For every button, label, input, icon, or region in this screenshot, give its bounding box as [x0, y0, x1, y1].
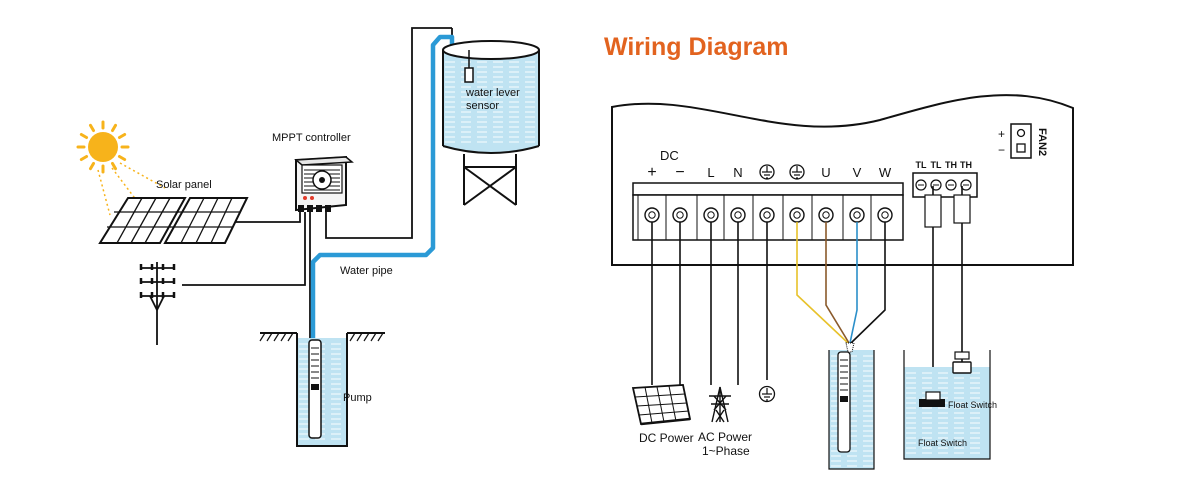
- fan-plus-label: +: [998, 127, 1005, 141]
- dc-solar-panel-icon: [631, 384, 692, 426]
- ground-icon: [758, 385, 776, 403]
- float-switch-upper-label: Float Switch: [948, 400, 997, 410]
- main-terminal-block: [632, 182, 904, 241]
- pump-label: Pump: [343, 392, 372, 404]
- switch-terminal-screw: [915, 179, 927, 191]
- ground-terminal-icon: ⏚: [759, 0, 775, 180]
- water-pipe: [310, 34, 455, 343]
- terminal-label-ground: ⏚: [767, 0, 768, 1]
- water-tank-icon: [442, 40, 540, 206]
- switch-terminal-label: TH: [960, 160, 972, 170]
- switch-terminal-screw: [960, 179, 972, 191]
- sensor-label-line2: sensor: [466, 100, 499, 112]
- fan2-label: FAN2: [1036, 128, 1048, 156]
- system-wiring: [182, 27, 453, 338]
- water-pipe-label: Water pipe: [340, 265, 393, 277]
- fan-minus-label: −: [998, 143, 1005, 157]
- mppt-controller-icon: [294, 155, 354, 212]
- terminal-label: +: [647, 164, 656, 181]
- terminal-label: L: [707, 165, 714, 180]
- terminal-label-ground: ⏚: [797, 0, 798, 1]
- terminal-label: U: [821, 165, 830, 180]
- well-pump-right-icon: [828, 342, 875, 470]
- terminal-wires: [651, 186, 963, 455]
- fan-connector: [1010, 123, 1032, 159]
- terminal-screw: [696, 195, 719, 240]
- terminal-screw: [811, 195, 834, 240]
- sun-beams: [97, 162, 166, 216]
- float-switch-tank-icon: [903, 350, 991, 460]
- well-icon: [259, 332, 385, 447]
- terminal-label: V: [853, 165, 862, 180]
- switch-terminal-label: TH: [945, 160, 957, 170]
- float-switch-lower-label: Float Switch: [918, 438, 967, 448]
- terminal-screw: [637, 195, 660, 240]
- ac-power-label-line2: 1~Phase: [702, 444, 750, 458]
- power-pole-icon: [139, 262, 176, 345]
- ground-terminal-icon: ⏚: [789, 0, 805, 180]
- mppt-controller-label: MPPT controller: [272, 132, 351, 144]
- dc-power-label: DC Power: [639, 431, 694, 445]
- terminal-screw: [842, 195, 865, 240]
- terminal-screw: [665, 195, 688, 240]
- diagram-title: Wiring Diagram: [604, 33, 789, 61]
- terminal-screw: [782, 195, 805, 240]
- terminal-labels: + − L N ⏚ ⏚ U V W: [647, 0, 892, 181]
- ac-power-tower-icon: [709, 386, 731, 423]
- terminal-label: −: [675, 164, 684, 181]
- dc-label: DC: [660, 148, 679, 163]
- solar-panel-label: Solar panel: [156, 179, 212, 191]
- ac-power-label-line1: AC Power: [698, 430, 752, 444]
- sun-icon: [76, 120, 130, 174]
- terminal-label: N: [733, 165, 742, 180]
- switch-terminal-screw: [945, 179, 957, 191]
- switch-terminal-label: TL: [916, 160, 927, 170]
- terminal-label: W: [879, 165, 892, 180]
- switch-wire-sleeves: [924, 194, 971, 228]
- switch-terminal-block: [912, 172, 978, 198]
- sensor-label-line1: water lever: [465, 87, 520, 99]
- submersible-pump-icon: [308, 339, 322, 439]
- solar-panel-array: [98, 197, 249, 244]
- terminal-screw: [752, 195, 775, 240]
- switch-terminal-label: TL: [931, 160, 942, 170]
